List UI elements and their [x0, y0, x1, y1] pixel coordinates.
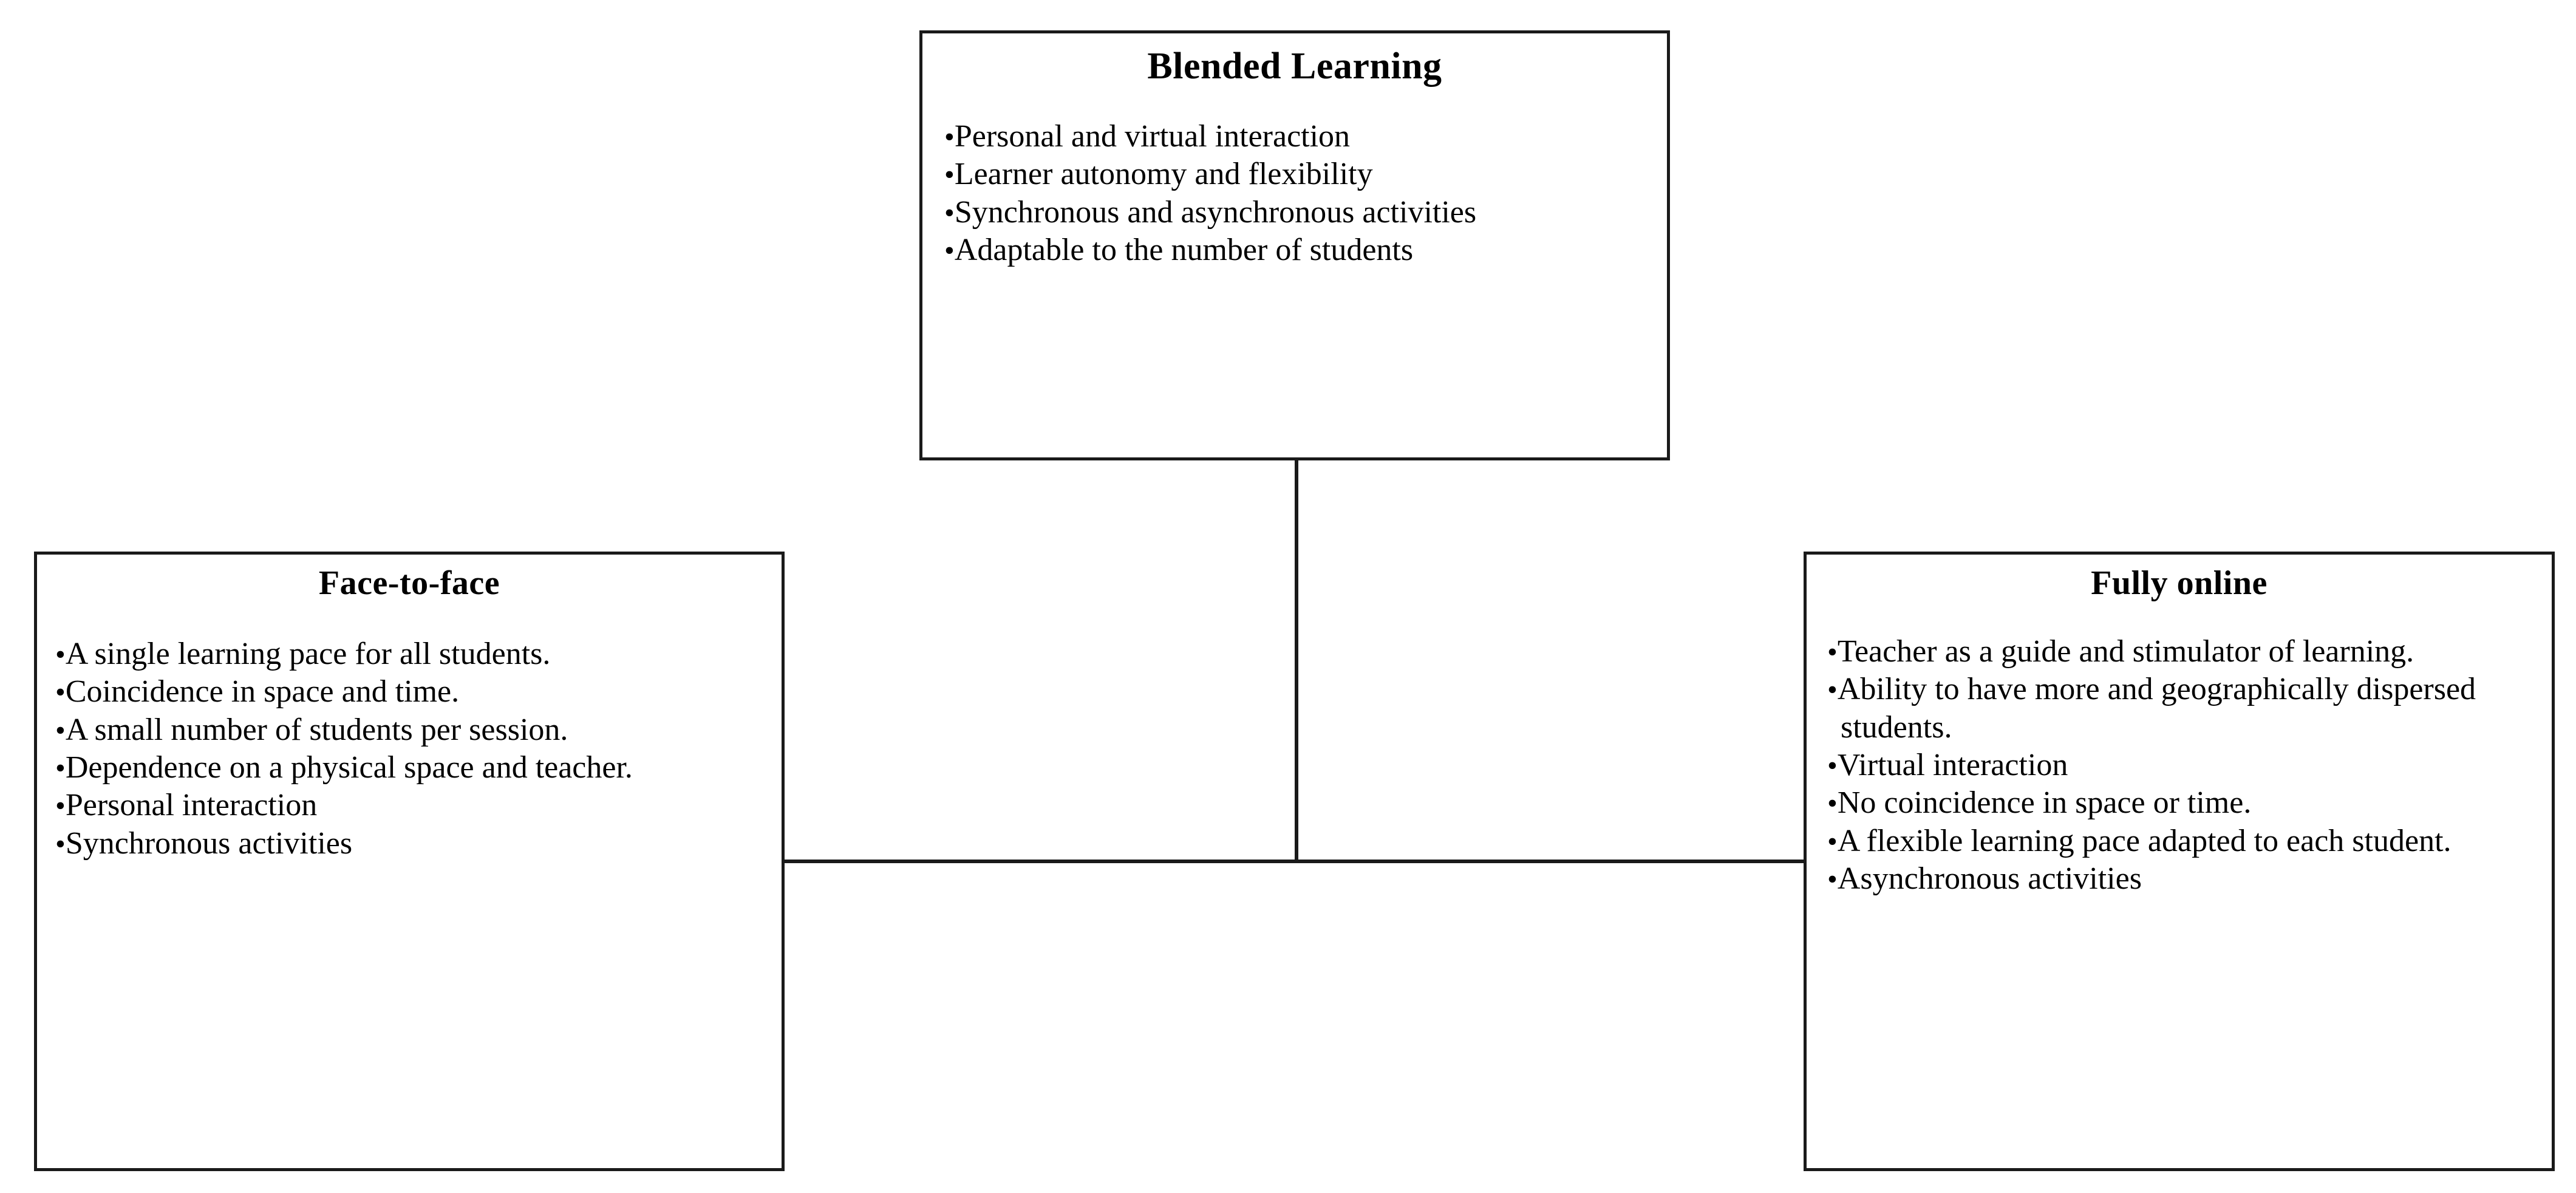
list-item-text: Teacher as a guide and stimulator of lea… [1837, 634, 2414, 669]
bullet-icon: • [944, 234, 955, 267]
bullet-icon: • [944, 159, 955, 191]
list-item-text: A small number of students per session. [65, 712, 568, 747]
node-title-face-to-face: Face-to-face [318, 564, 500, 602]
bullet-icon: • [55, 751, 66, 784]
list-item-text: Personal and virtual interaction [954, 119, 1351, 154]
list-item-text: Dependence on a physical space and teach… [65, 750, 633, 785]
bullet-icon: • [944, 121, 955, 154]
list-item: •A flexible learning pace adapted to eac… [1827, 822, 2536, 860]
list-item: •Ability to have more and geographically… [1827, 671, 2536, 747]
list-item: •Personal and virtual interaction [944, 118, 1651, 156]
list-item-text: Adaptable to the number of students [954, 233, 1414, 268]
list-item-text: Learner autonomy and flexibility [954, 157, 1373, 192]
list-item-text: Virtual interaction [1837, 747, 2068, 782]
list-item: •Coincidence in space and time. [55, 673, 766, 711]
list-item-text: Coincidence in space and time. [65, 674, 460, 709]
list-item: •Virtual interaction [1827, 747, 2536, 784]
list-item-text: A flexible learning pace adapted to each… [1837, 823, 2452, 858]
list-item: •A small number of students per session. [55, 711, 766, 749]
list-item: •Synchronous and asynchronous activities [944, 194, 1651, 231]
bullet-icon: • [1827, 674, 1838, 706]
node-bullets-blended-learning: •Personal and virtual interaction •Learn… [922, 118, 1667, 270]
connector-line-vertical [1295, 459, 1298, 863]
bullet-icon: • [55, 714, 66, 747]
list-item: •Learner autonomy and flexibility [944, 156, 1651, 193]
node-title-blended-learning: Blended Learning [1147, 46, 1442, 87]
bullet-icon: • [1827, 863, 1838, 896]
node-blended-learning: Blended Learning •Personal and virtual i… [919, 30, 1670, 460]
list-item-text: Synchronous activities [65, 826, 353, 861]
bullet-icon: • [55, 676, 66, 709]
list-item-text: Asynchronous activities [1837, 861, 2142, 897]
bullet-icon: • [1827, 635, 1838, 668]
bullet-icon: • [55, 827, 66, 860]
list-item: •Dependence on a physical space and teac… [55, 749, 766, 787]
list-item: •Personal interaction [55, 787, 766, 824]
list-item: •Adaptable to the number of students [944, 231, 1651, 269]
list-item-text: Ability to have more and geographically … [1837, 672, 2476, 745]
bullet-icon: • [1827, 749, 1838, 782]
node-face-to-face: Face-to-face •A single learning pace for… [34, 552, 785, 1171]
list-item-text: Personal interaction [65, 788, 318, 823]
list-item: •No coincidence in space or time. [1827, 784, 2536, 822]
list-item: •Asynchronous activities [1827, 860, 2536, 898]
bullet-icon: • [55, 790, 66, 822]
bullet-icon: • [944, 196, 955, 229]
node-bullets-fully-online: •Teacher as a guide and stimulator of le… [1807, 633, 2552, 898]
list-item: •Synchronous activities [55, 825, 766, 863]
connector-line-horizontal [783, 860, 1805, 863]
list-item: •A single learning pace for all students… [55, 635, 766, 673]
bullet-icon: • [1827, 825, 1838, 858]
node-title-fully-online: Fully online [2091, 564, 2268, 602]
node-bullets-face-to-face: •A single learning pace for all students… [37, 635, 782, 863]
list-item-text: Synchronous and asynchronous activities [954, 194, 1477, 230]
bullet-icon: • [55, 638, 66, 671]
node-fully-online: Fully online •Teacher as a guide and sti… [1804, 552, 2555, 1171]
list-item-text: A single learning pace for all students. [65, 636, 551, 671]
list-item-text: No coincidence in space or time. [1837, 785, 2252, 821]
bullet-icon: • [1827, 787, 1838, 820]
list-item: •Teacher as a guide and stimulator of le… [1827, 633, 2536, 671]
